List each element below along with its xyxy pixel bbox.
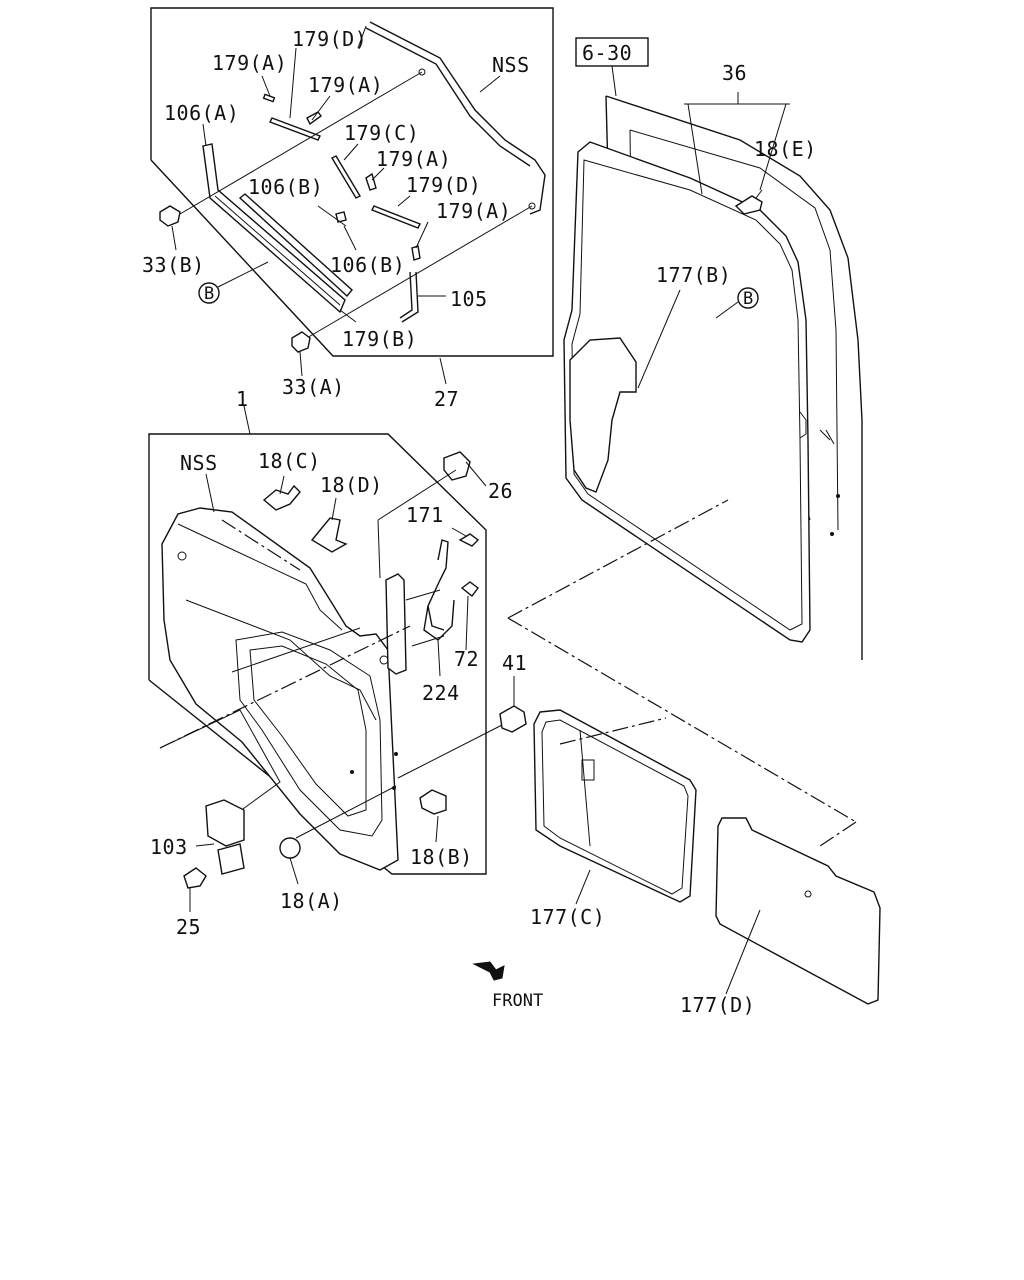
label-18a: 18(A): [280, 889, 343, 913]
label-36: 36: [722, 61, 747, 85]
label-106a: 106(A): [164, 101, 239, 125]
label-1: 1: [236, 387, 249, 411]
label-6-30: 6-30: [582, 41, 632, 65]
label-179a-3: 179(A): [376, 147, 451, 171]
lower-right-parts: [159, 499, 881, 1005]
label-179c: 179(C): [344, 121, 419, 145]
label-179d-1: 179(D): [292, 27, 367, 51]
label-18b: 18(B): [410, 845, 473, 869]
label-179a-4: 179(A): [436, 199, 511, 223]
label-224: 224: [422, 681, 460, 705]
part-labels: 179(A) 179(D) NSS 179(A) 106(A) 179(C) 1…: [142, 27, 817, 1017]
label-33b: 33(B): [142, 253, 205, 277]
label-b-right: B: [743, 289, 753, 309]
label-18e: 18(E): [754, 137, 817, 161]
label-nss-top: NSS: [492, 53, 530, 77]
label-179d-2: 179(D): [406, 173, 481, 197]
bracket-103-group: [159, 709, 281, 912]
label-25: 25: [176, 915, 201, 939]
label-18c: 18(C): [258, 449, 321, 473]
label-front: FRONT: [492, 991, 543, 1011]
door-trim-assembly-box: [148, 405, 505, 875]
label-27: 27: [434, 387, 459, 411]
label-103: 103: [150, 835, 188, 859]
label-179b: 179(B): [342, 327, 417, 351]
label-171: 171: [406, 503, 444, 527]
label-18d: 18(D): [320, 473, 383, 497]
top-leaders: [171, 25, 501, 385]
label-179a-2: 179(A): [308, 73, 383, 97]
label-106b-1: 106(B): [248, 175, 323, 199]
front-arrow-icon: [472, 961, 505, 981]
label-177c: 177(C): [530, 905, 605, 929]
label-nss-mid: NSS: [180, 451, 218, 475]
label-72: 72: [454, 647, 479, 671]
top-trim-assembly-box: [150, 7, 554, 357]
label-26: 26: [488, 479, 513, 503]
label-33a: 33(A): [282, 375, 345, 399]
label-106b-2: 106(B): [330, 253, 405, 277]
middle-leaders: [205, 461, 487, 885]
label-179a-1: 179(A): [212, 51, 287, 75]
label-b-top: B: [204, 284, 214, 304]
door-panel-right: [563, 37, 863, 660]
label-177d: 177(D): [680, 993, 755, 1017]
label-41: 41: [502, 651, 527, 675]
label-105: 105: [450, 287, 488, 311]
label-177b: 177(B): [656, 263, 731, 287]
